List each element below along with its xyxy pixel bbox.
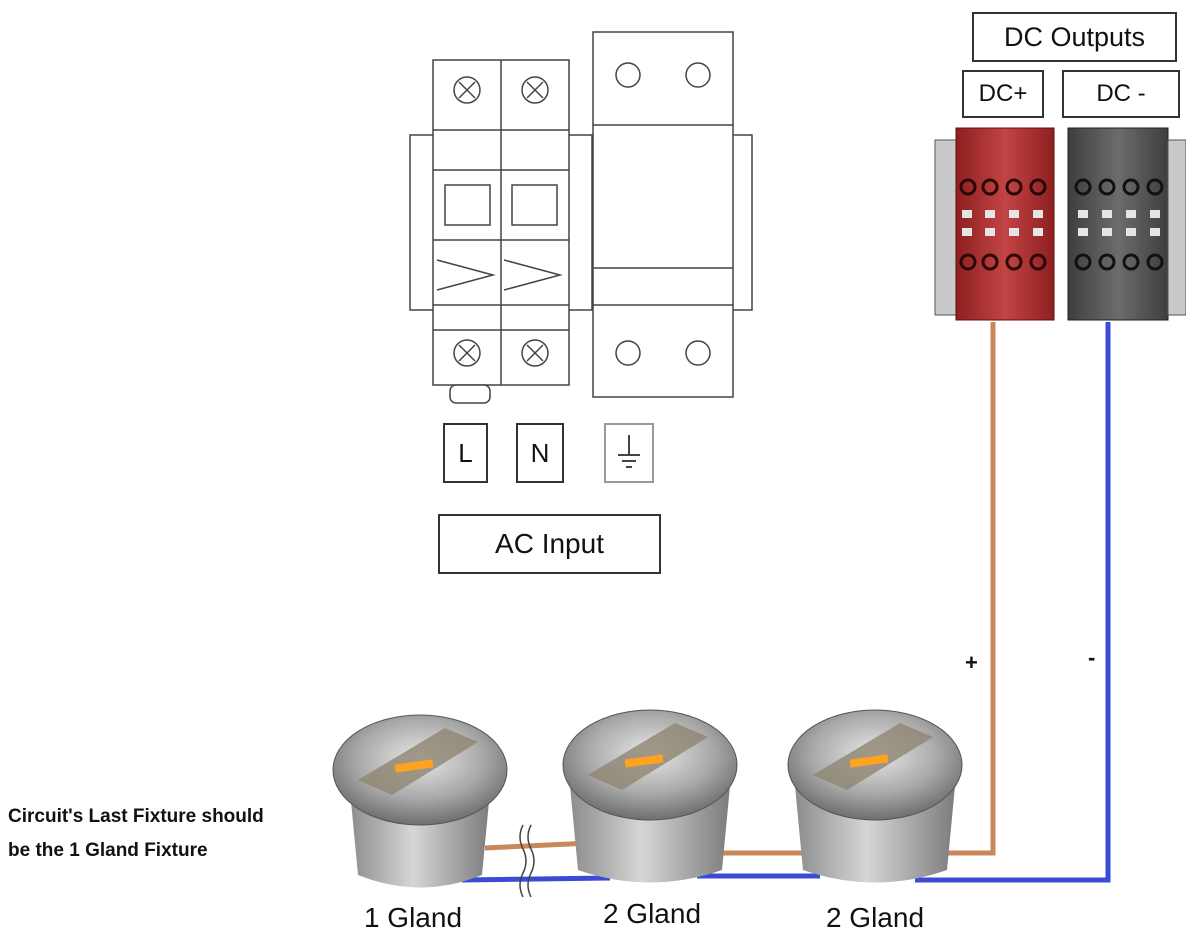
circuit-breaker (409, 59, 593, 404)
dc-positive-label: DC+ (962, 70, 1044, 118)
negative-sign: - (1088, 645, 1096, 670)
fixture-2-gland (562, 709, 738, 883)
negative-wire (461, 875, 611, 883)
fixture-label: 2 Gland (602, 898, 702, 929)
positive-wire (484, 840, 591, 851)
dc-outputs-label: DC Outputs (972, 12, 1177, 62)
last-fixture-note: Circuit's Last Fixture should be the 1 G… (8, 800, 328, 868)
break-marks (519, 824, 535, 898)
note-line: Circuit's Last Fixture should (8, 806, 264, 827)
positive-sign: + (965, 650, 978, 675)
fixture-2-gland (787, 709, 963, 883)
ground-terminal-block (592, 31, 753, 398)
fixture-label: 2 Gland (825, 902, 925, 933)
ac-terminal-label: N (516, 423, 564, 483)
dc-terminal-strip (934, 127, 1186, 321)
screw-icon (453, 76, 549, 367)
negative-wire (915, 322, 1111, 883)
ac-input-label: AC Input (438, 514, 661, 574)
earth-ground-icon (604, 423, 654, 483)
note-line: be the 1 Gland Fixture (8, 840, 208, 861)
fixture-1-gland (332, 714, 508, 888)
fixture-label: 1 Gland (363, 902, 463, 933)
ac-terminal-label: L (443, 423, 488, 483)
dc-negative-label: DC - (1062, 70, 1180, 118)
